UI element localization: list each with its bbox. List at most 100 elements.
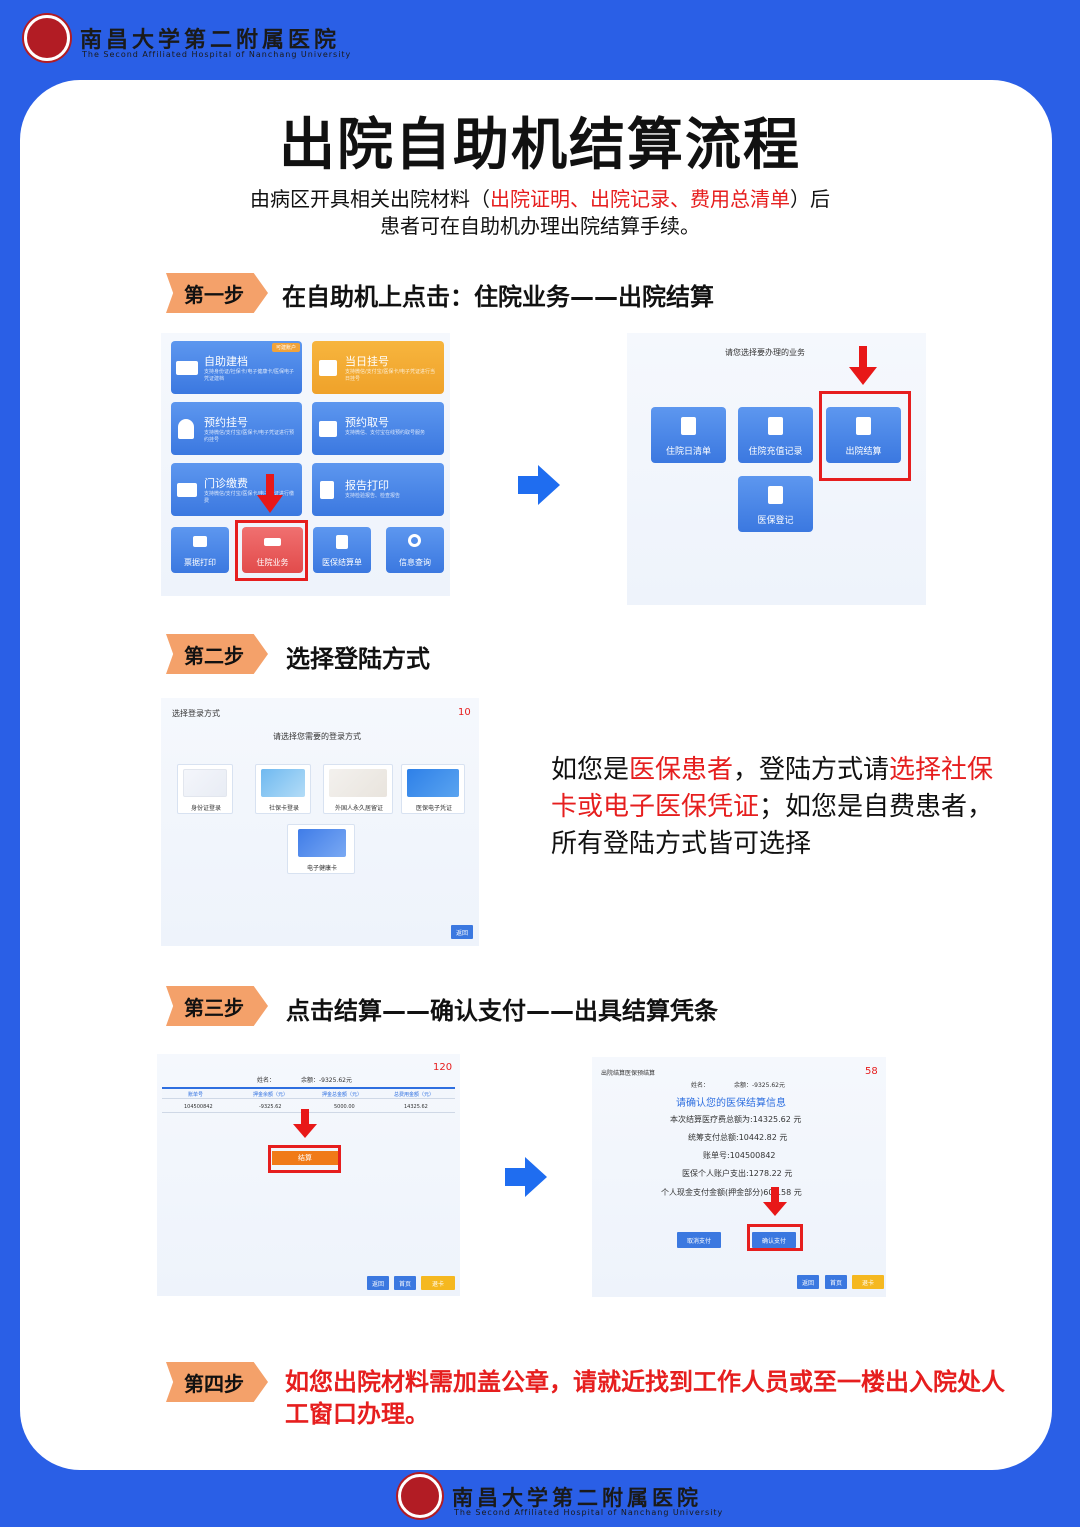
home-button[interactable]: 首页 — [825, 1275, 847, 1289]
intro-line1-pre: 由病区开具相关出院材料（ — [250, 187, 490, 211]
intro-text: 由病区开具相关出院材料（出院证明、出院记录、费用总清单）后 患者可在自助机办理出… — [0, 186, 1080, 240]
login-id-card[interactable]: 身份证登录 — [177, 764, 233, 814]
tile-same-day[interactable]: 当日挂号 支持微信/支付宝/医保卡/电子凭证进行当日挂号 — [312, 341, 444, 394]
tile-label: 信息查询 — [399, 558, 431, 567]
step3-right-screenshot: 出院结算医保预结算 58 姓名： 余额：-9325.62元 请确认您的医保结算信… — [592, 1057, 886, 1297]
highlight-confirm-pay — [747, 1224, 803, 1251]
table-header: 总费用金额（元） — [394, 1092, 435, 1098]
tile-sub: 支持微信/支付宝/医保卡/电子凭证进行当日挂号 — [345, 369, 436, 382]
tile-self-register[interactable]: 自助建档 支持身份证/社保卡/电子健康卡/医保电子凭证建档 可建账户 — [171, 341, 302, 394]
settle-corner-label: 出院结算医保预结算 — [601, 1070, 656, 1077]
settle-button[interactable]: 结算 — [272, 1151, 338, 1165]
settle-info-line: 个人现金支付金额(押金部分)604.58 元 — [661, 1188, 802, 1197]
confirm-heading: 请确认您的医保结算信息 — [676, 1098, 786, 1109]
tile-sub: 支持微信/支付宝/医保卡/电子凭证进行预约挂号 — [204, 430, 295, 443]
tile-inpatient[interactable]: 住院业务 — [242, 527, 303, 573]
table-cell: 14325.62 — [404, 1104, 428, 1110]
step2-badge: 第二步 — [166, 634, 268, 674]
back-button[interactable]: 返回 — [797, 1275, 819, 1289]
report-icon — [320, 481, 334, 499]
payment-hand-icon — [177, 483, 197, 497]
tile-take-number[interactable]: 预约取号 支持微信、支付宝在线预约取号服务 — [312, 402, 444, 455]
tile-insurance-register[interactable]: 医保登记 — [738, 476, 813, 532]
tile-label: 票据打印 — [184, 558, 216, 567]
highlight-settle — [268, 1145, 341, 1173]
highlight-inpatient — [235, 520, 308, 581]
bed-icon — [264, 538, 281, 546]
desc-part: ；如您是自费患者，所有登陆方式皆可选择 — [551, 792, 994, 859]
step3-badge: 第三步 — [166, 986, 268, 1026]
header: 南昌大学第二附属医院 The Second Affiliated Hospita… — [0, 0, 1080, 80]
confirm-pay-button[interactable]: 确认支付 — [752, 1232, 796, 1248]
step2-description: 如您是医保患者，登陆方式请选择社保卡或电子医保凭证；如您是自费患者，所有登陆方式… — [551, 752, 1001, 863]
table-header: 押金总金额（元） — [322, 1092, 363, 1098]
footer: 南昌大学第二附属医院 The Second Affiliated Hospita… — [0, 1470, 1080, 1527]
settle-doc-icon — [856, 417, 871, 435]
patient-balance: 余额：-9325.62元 — [301, 1077, 352, 1084]
desc-part: 如您是 — [551, 755, 630, 785]
tile-info-query[interactable]: 信息查询 — [386, 527, 444, 573]
login-health-card[interactable]: 电子健康卡 — [287, 824, 355, 874]
tile-label: 住院充值记录 — [748, 447, 803, 457]
yen-doc-icon — [681, 417, 696, 435]
table-cell: -9325.62 — [259, 1104, 282, 1110]
tile-report-print[interactable]: 报告打印 支持检验报告、检查报告 — [312, 463, 444, 516]
desc-red: 医保患者 — [629, 755, 734, 785]
hospital-logo-icon — [24, 15, 70, 61]
tile-label: 门诊缴费 — [204, 477, 248, 490]
step4-badge: 第四步 — [166, 1362, 268, 1402]
step1-badge: 第一步 — [166, 273, 268, 313]
hospital-logo-icon — [398, 1474, 442, 1518]
printer-icon — [193, 536, 207, 547]
id-card-icon — [176, 361, 198, 375]
login-label: 电子健康卡 — [306, 865, 337, 872]
tile-appointment[interactable]: 预约挂号 支持微信/支付宝/医保卡/电子凭证进行预约挂号 — [171, 402, 302, 455]
eject-card-button[interactable]: 退卡 — [852, 1275, 884, 1289]
countdown: 120 — [433, 1062, 453, 1073]
intro-line1-red: 出院证明、出院记录、费用总清单 — [490, 187, 790, 211]
tile-label: 医保结算单 — [322, 558, 362, 567]
countdown: 10 — [458, 707, 471, 718]
login-social-card[interactable]: 社保卡登录 — [255, 764, 311, 814]
table-cell: 104500842 — [184, 1104, 213, 1110]
step2-title: 选择登陆方式 — [286, 645, 430, 673]
settle-info-line: 统筹支付总额:10442.82 元 — [688, 1133, 788, 1142]
tile-label: 医保登记 — [757, 516, 794, 526]
tile-insurance-bill[interactable]: 医保结算单 — [313, 527, 371, 573]
home-button[interactable]: 首页 — [394, 1276, 416, 1290]
step2-screenshot: 选择登录方式 10 请选择您需要的登录方式 身份证登录 社保卡登录 外国人永久居… — [161, 698, 479, 946]
settle-info-line: 本次结算医疗费总额为:14325.62 元 — [670, 1115, 802, 1124]
login-insurance-code[interactable]: 医保电子凭证 — [401, 764, 465, 814]
business-prompt: 请您选择要办理的业务 — [725, 348, 805, 357]
tile-daily-list[interactable]: 住院日清单 — [651, 407, 726, 463]
tile-label: 住院日清单 — [665, 447, 711, 457]
patient-balance: 余额：-9325.62元 — [734, 1082, 785, 1089]
settle-info-line: 医保个人账户支出:1278.22 元 — [682, 1169, 793, 1178]
insurance-reg-icon — [768, 486, 783, 504]
settle-info-line: 账单号:104500842 — [703, 1151, 776, 1160]
hospital-name: 南昌大学第二附属医院 — [80, 27, 341, 53]
tile-sub: 支持检验报告、检查报告 — [345, 493, 401, 499]
tile-recharge-record[interactable]: 住院充值记录 — [738, 407, 813, 463]
footer-hospital-name-en: The Second Affiliated Hospital of Nancha… — [454, 1508, 724, 1517]
tile-label: 住院业务 — [256, 558, 289, 567]
back-button[interactable]: 返回 — [451, 925, 473, 939]
back-button[interactable]: 返回 — [367, 1276, 389, 1290]
login-foreign-card[interactable]: 外国人永久居留证 — [323, 764, 393, 814]
cancel-pay-button[interactable]: 取消支付 — [677, 1232, 721, 1248]
blue-arrow-right-icon — [518, 465, 560, 505]
intro-line2: 患者可在自助机办理出院结算手续。 — [380, 214, 700, 238]
desc-part: ，登陆方式请 — [733, 755, 890, 785]
eject-card-button[interactable]: 退卡 — [421, 1276, 455, 1290]
login-label: 外国人永久居留证 — [334, 805, 383, 812]
tile-receipt-print[interactable]: 票据打印 — [171, 527, 229, 573]
step3-left-screenshot: 120 姓名： 余额：-9325.62元 账单号 押金余额（元） 押金总金额（元… — [157, 1054, 460, 1296]
table-header: 押金余额（元） — [253, 1092, 289, 1098]
step4-text: 如您出院材料需加盖公章，请就近找到工作人员或至一楼出入院处人工窗口办理。 — [285, 1368, 1005, 1428]
ticket-icon — [319, 421, 337, 437]
tile-label: 预约取号 — [345, 416, 389, 429]
footer-hospital-name: 南昌大学第二附属医院 — [452, 1485, 702, 1510]
login-corner-label: 选择登录方式 — [172, 709, 220, 718]
tile-sub: 支持微信/支付宝/医保卡/电子凭证进行缴费 — [204, 491, 295, 504]
tile-discharge-settle[interactable]: 出院结算 — [826, 407, 901, 463]
